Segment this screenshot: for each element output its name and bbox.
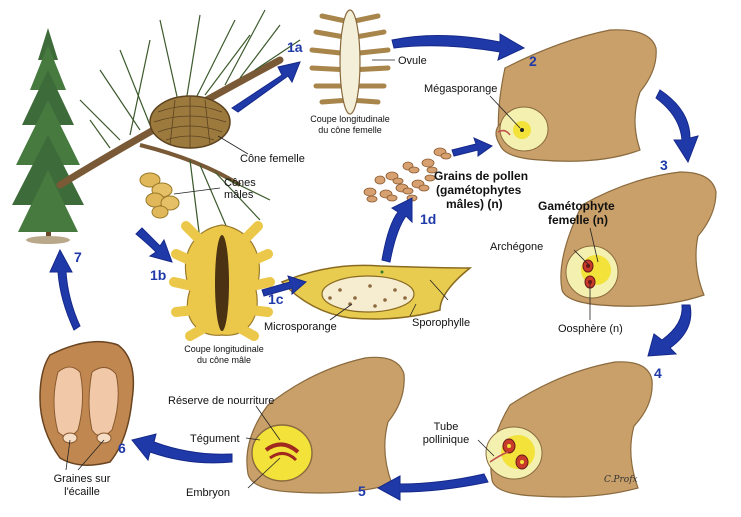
label-reserve: Réserve de nourriture — [168, 395, 274, 407]
label-sporophylle: Sporophylle — [412, 317, 470, 329]
ovule-stage-4 — [485, 361, 653, 498]
label-cone-femelle: Cône femelle — [240, 153, 305, 165]
label-archegone: Archégone — [490, 241, 543, 253]
cycle-arrows — [49, 33, 699, 501]
step-5: 5 — [358, 483, 366, 499]
label-microsporange: Microsporange — [264, 321, 337, 333]
ovule-stage-5 — [246, 356, 405, 494]
label-coupe-femelle-1: Coupe longitudinale — [310, 114, 390, 124]
arrow-to-7 — [49, 248, 81, 331]
step-1c: 1c — [268, 291, 284, 307]
female-cone-illustration — [149, 95, 231, 149]
step-7: 7 — [74, 249, 82, 265]
arrow-to-4 — [647, 304, 692, 357]
arrow-to-2 — [391, 33, 526, 61]
step-1b: 1b — [150, 267, 166, 283]
label-tube-2: pollinique — [423, 434, 469, 446]
sporophylle-illustration — [280, 264, 473, 320]
step-2: 2 — [529, 53, 537, 69]
ovule-stage-3 — [560, 171, 717, 307]
arrow-to-3 — [655, 89, 699, 164]
arrow-to-6 — [131, 433, 233, 464]
label-cones-males-2: mâles — [224, 189, 254, 201]
label-coupe-femelle-2: du cône femelle — [318, 125, 382, 135]
label-grains-2: (gamétophytes — [436, 183, 522, 197]
arrow-pollen-to-ovule — [451, 137, 494, 157]
arrow-to-1c — [261, 275, 307, 297]
signature: C.Profx — [604, 475, 638, 485]
label-grains-1: Grains de pollen — [434, 169, 528, 183]
label-embryon: Embryon — [186, 487, 230, 499]
male-cone-section — [169, 221, 275, 341]
male-cones-illustration — [139, 172, 180, 219]
label-grains-3: mâles) (n) — [446, 197, 503, 211]
label-coupe-male-2: du cône mâle — [197, 355, 251, 365]
step-1d: 1d — [420, 211, 436, 227]
arrow-to-1b — [135, 227, 173, 263]
label-cones-males-1: Cônes — [224, 177, 256, 189]
label-graines-1: Graines sur — [54, 473, 111, 485]
label-coupe-male-1: Coupe longitudinale — [184, 344, 264, 354]
label-tegument: Tégument — [190, 433, 240, 445]
arrow-to-5 — [376, 473, 489, 501]
pine-branch-illustration — [56, 9, 301, 241]
pine-tree-illustration — [12, 28, 84, 244]
step-3: 3 — [660, 157, 668, 173]
step-6: 6 — [118, 440, 126, 456]
label-oosphere: Oosphère (n) — [558, 323, 623, 335]
ovule-stage-2 — [495, 29, 657, 162]
label-tube-1: Tube — [434, 421, 459, 433]
label-megasporange: Mégasporange — [424, 83, 497, 95]
label-graines-2: l'écaille — [64, 486, 100, 498]
arrow-to-1d — [381, 197, 413, 263]
arrow-to-1a — [231, 61, 301, 113]
step-4: 4 — [654, 365, 662, 381]
seeds-on-scale — [39, 340, 135, 466]
step-1a: 1a — [287, 39, 303, 55]
label-gametophyte-2: femelle (n) — [548, 213, 608, 227]
label-ovule: Ovule — [398, 55, 427, 67]
female-cone-section — [309, 9, 391, 115]
label-gametophyte-1: Gamétophyte — [538, 199, 615, 213]
leader-lines — [65, 59, 599, 489]
